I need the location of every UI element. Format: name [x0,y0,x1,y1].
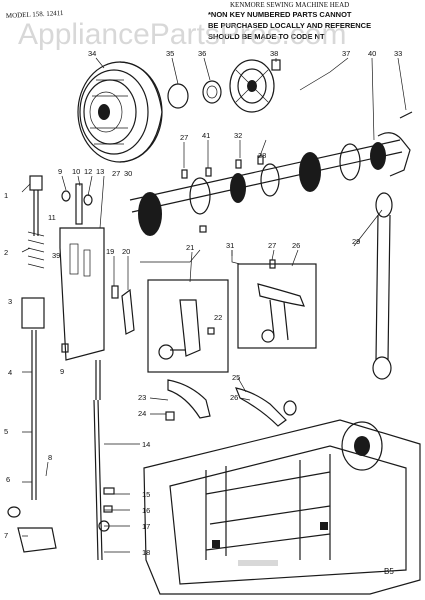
note-line-3: SHOULD BE MADE TO CODE NT [208,32,325,41]
callout-29: 29 [352,237,360,246]
callout-7: 7 [4,531,8,540]
callout-3: 3 [8,297,12,306]
callout-32: 32 [234,131,242,140]
callout-1: 1 [4,191,8,200]
callout-11: 11 [48,213,56,222]
callout-10: 10 [72,167,80,176]
callout-39: 39 [52,251,60,260]
needle-bar [7,175,57,553]
inset-box-26 [237,259,317,349]
connecting-rod [372,111,413,380]
callout-25: 25 [232,373,240,382]
callout-36: 36 [198,49,206,58]
callout-26: 26 [292,241,300,250]
callout-labels: 1 2 3 4 5 6 7 8 9 9 10 11 12 13 14 15 16… [4,49,402,557]
watermark: AppliancePartsPros.com [18,18,346,51]
inset-box-21 [147,279,229,373]
presser-bar [93,399,115,561]
diagram-title: KENMORE SEWING MACHINE HEAD [230,1,349,9]
callout-31: 31 [226,241,234,250]
callout-33: 33 [394,49,402,58]
callout-22: 22 [214,313,222,322]
main-shaft [129,132,411,236]
note-line-2: BE PURCHASED LOCALLY AND REFERENCE [208,21,371,30]
callout-4: 4 [8,368,12,377]
handwheel [77,61,163,163]
model-number: MODEL 158. 12411 [6,9,64,20]
callout-27: 27 [180,133,188,142]
callout-27b: 27 [112,169,120,178]
callout-35: 35 [166,49,174,58]
callout-34: 34 [88,49,96,58]
callout-15: 15 [142,490,150,499]
callout-12: 12 [84,167,92,176]
callout-18: 18 [142,548,150,557]
callout-21: 21 [186,243,194,252]
page-code: B5 [384,567,394,576]
callout-41: 41 [202,131,210,140]
levers [165,379,297,427]
callout-27c: 27 [268,241,276,250]
clutch-assembly [167,59,281,113]
callout-6: 6 [6,475,10,484]
callout-30: 30 [124,169,132,178]
note-line-1: *NON KEY NUMBERED PARTS CANNOT [208,10,352,19]
callout-8: 8 [48,453,52,462]
callout-16: 16 [142,506,150,515]
callout-17: 17 [142,522,150,531]
callout-40: 40 [368,49,376,58]
callout-14: 14 [142,440,150,449]
callout-20: 20 [122,247,130,256]
callout-28: 28 [258,151,266,160]
callout-24: 24 [138,409,146,418]
callout-26b: 26 [230,393,238,402]
callout-13: 13 [96,167,104,176]
link-parts [111,285,135,335]
callout-5: 5 [4,427,8,436]
callout-19: 19 [106,247,114,256]
callout-2: 2 [4,248,8,257]
set-screws [181,155,264,233]
callout-37: 37 [342,49,350,58]
callout-23: 23 [138,393,146,402]
machine-body [143,419,421,595]
callout-9b: 9 [60,367,64,376]
callout-9: 9 [58,167,62,176]
presser-bar-guide [59,183,105,400]
leader-lines [21,57,407,553]
callout-38: 38 [270,49,278,58]
